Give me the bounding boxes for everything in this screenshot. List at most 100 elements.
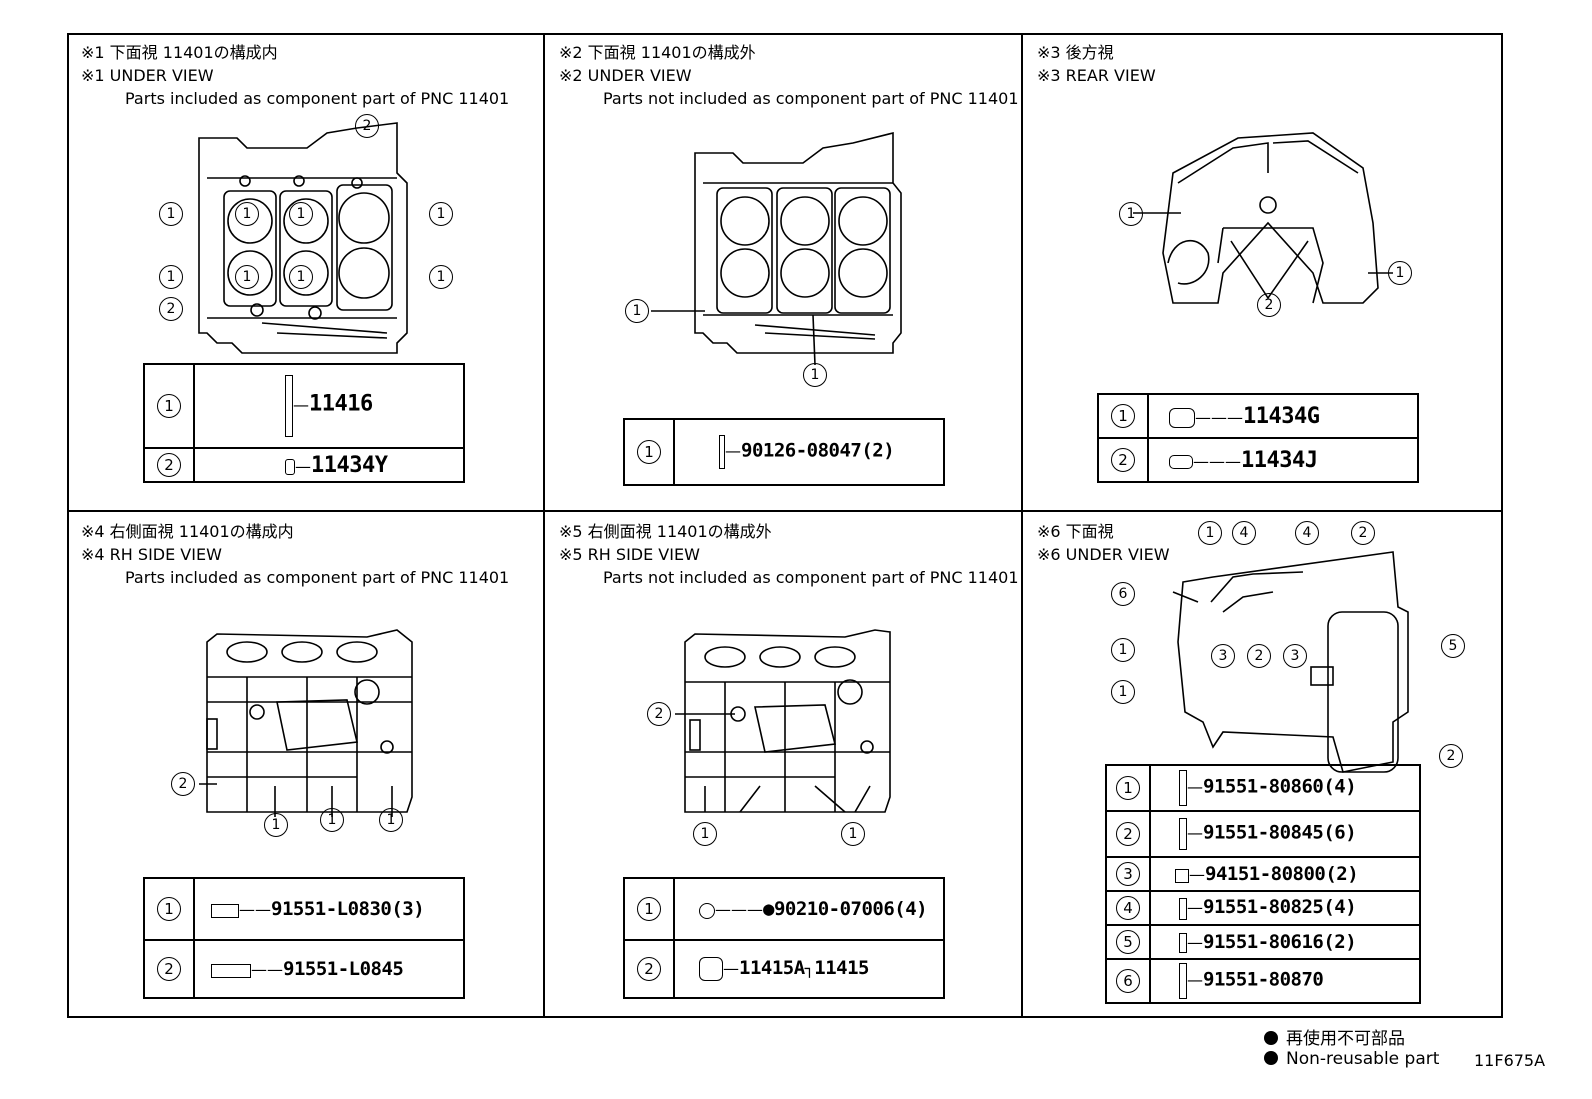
part-number: ●90210-07006(4) [763, 898, 928, 920]
legend-row: 1 —91551-80860(4) [1105, 764, 1421, 812]
bolt-icon [211, 903, 239, 918]
header-en: ※4 RH SIDE VIEW [81, 545, 222, 564]
panel-6-under-view: ※6 下面視 ※6 UNDER VIEW 1 4 4 2 6 1 1 3 2 3… [1023, 512, 1503, 1018]
part-number: 94151-80800(2) [1205, 863, 1359, 885]
header-sub: Parts not included as component part of … [603, 568, 1019, 587]
callout-1: 1 [693, 822, 717, 846]
header-jp: ※3 後方視 [1037, 43, 1114, 62]
part-number: 91551-80616(2) [1203, 930, 1357, 953]
callout-1: 1 [803, 363, 827, 387]
legend-row: 4 —91551-80825(4) [1105, 890, 1421, 926]
part-number: 90126-08047(2) [741, 439, 895, 462]
panel-1-under-view-included: ※1 下面視 11401の構成内 ※1 UNDER VIEW Parts inc… [67, 33, 543, 510]
dowel-pin-icon [285, 459, 295, 475]
callout-2: 2 [647, 702, 671, 726]
legend-number: 1 [157, 897, 181, 921]
callout-1: 1 [1111, 680, 1135, 704]
part-number: 11415A [739, 956, 805, 979]
legend-row: 1 ——91551-L0830(3) [143, 877, 465, 941]
non-reusable-legend-jp: 再使用不可部品 [1264, 1024, 1405, 1049]
bolt-icon [1179, 818, 1187, 850]
bolt-icon [285, 375, 293, 437]
legend-row: 2 ———11434J [1097, 437, 1419, 483]
non-reusable-jp-label: 再使用不可部品 [1286, 1029, 1405, 1049]
parts-legend: 1 ———11434G 2 ———11434J [1097, 393, 1419, 483]
callout-5: 5 [1441, 634, 1465, 658]
diagram-frame [67, 33, 1503, 1018]
part-number: 91551-80825(4) [1203, 896, 1357, 919]
nut-icon [1175, 868, 1189, 883]
drain-cock-icon [699, 957, 723, 982]
callout-2: 2 [1257, 293, 1281, 317]
legend-number: 5 [1116, 930, 1140, 954]
legend-row: 1 —11416 [143, 363, 465, 449]
non-reusable-en-label: Non-reusable part [1286, 1049, 1440, 1069]
bolt-icon [211, 963, 251, 978]
parts-legend: 1 —11416 2 —11434Y [143, 363, 465, 483]
panel-header: ※1 下面視 11401の構成内 ※1 UNDER VIEW Parts inc… [81, 41, 509, 110]
part-number: 11434G [1243, 403, 1320, 429]
legend-row: 6 —91551-80870 [1105, 958, 1421, 1004]
header-jp: ※5 右側面視 11401の構成外 [559, 522, 772, 541]
part-number: 11434Y [311, 452, 388, 478]
block-under-view-drawing [198, 122, 408, 354]
legend-row: 1 ———●90210-07006(4) [623, 877, 945, 941]
legend-row: 2 —11434Y [143, 447, 465, 483]
callout-4: 4 [1295, 521, 1319, 545]
parts-legend: 1 ——91551-L0830(3) 2 ——91551-L0845 [143, 877, 465, 999]
legend-number: 1 [637, 897, 661, 921]
legend-number: 1 [157, 394, 181, 418]
legend-number: 1 [1111, 404, 1135, 428]
callout-1: 1 [289, 265, 313, 289]
divider-horizontal [67, 510, 1503, 512]
callout-6: 6 [1111, 582, 1135, 606]
figure-code: 11F675A [1474, 1051, 1546, 1070]
part-number: 11416 [309, 391, 373, 417]
part-number: 91551-80845(6) [1203, 821, 1357, 844]
legend-number: 2 [157, 957, 181, 981]
filled-dot-icon [1264, 1031, 1278, 1045]
legend-row: 3 —94151-80800(2) [1105, 856, 1421, 892]
panel-header: ※2 下面視 11401の構成外 ※2 UNDER VIEW Parts not… [559, 41, 1019, 110]
parts-legend: 1 —90126-08047(2) [623, 418, 945, 486]
header-jp: ※4 右側面視 11401の構成内 [81, 522, 294, 541]
dowel-icon [1169, 408, 1195, 428]
legend-number: 2 [1111, 448, 1135, 472]
callout-4: 4 [1232, 521, 1256, 545]
header-sub: Parts included as component part of PNC … [125, 568, 510, 587]
bolt-icon [1179, 770, 1187, 806]
callout-2: 2 [171, 772, 195, 796]
block-side-view-drawing [199, 629, 413, 817]
panel-header: ※4 右側面視 11401の構成内 ※4 RH SIDE VIEW Parts … [81, 520, 509, 589]
callout-1: 1 [841, 822, 865, 846]
part-number: 91551-80870 [1203, 968, 1324, 991]
part-number: 91551-80860(4) [1203, 775, 1357, 798]
callout-1: 1 [235, 202, 259, 226]
callout-3: 3 [1211, 644, 1235, 668]
callout-2: 2 [1439, 744, 1463, 768]
legend-row: 5 —91551-80616(2) [1105, 924, 1421, 960]
header-sub: Parts not included as component part of … [603, 89, 1019, 108]
panel-2-under-view-not-included: ※2 下面視 11401の構成外 ※2 UNDER VIEW Parts not… [545, 33, 1021, 510]
part-number: 11434J [1241, 447, 1318, 473]
header-sub: Parts included as component part of PNC … [125, 89, 510, 108]
block-under-view-drawing [651, 131, 902, 366]
dowel-icon [1169, 455, 1193, 469]
header-en: ※2 UNDER VIEW [559, 66, 692, 85]
legend-row: 2 —11415A┐11415 [623, 939, 945, 999]
legend-number: 6 [1116, 969, 1140, 993]
parts-legend: 1 ———●90210-07006(4) 2 —11415A┐11415 [623, 877, 945, 999]
panel-header: ※3 後方視 ※3 REAR VIEW [1037, 41, 1156, 87]
header-jp: ※6 下面視 [1037, 522, 1114, 541]
panel-4-rh-side-view-included: ※4 右側面視 11401の構成内 ※4 RH SIDE VIEW Parts … [67, 512, 543, 1018]
callout-1: 1 [264, 813, 288, 837]
legend-number: 2 [157, 453, 181, 477]
header-jp: ※2 下面視 11401の構成外 [559, 43, 756, 62]
header-en: ※1 UNDER VIEW [81, 66, 214, 85]
callout-1: 1 [1111, 638, 1135, 662]
part-number: 91551-L0830(3) [271, 898, 425, 920]
legend-row: 1 ———11434G [1097, 393, 1419, 439]
parts-legend: 1 —91551-80860(4) 2 —91551-80845(6) 3 —9… [1105, 764, 1421, 1004]
legend-number: 2 [1116, 822, 1140, 846]
bolt-icon [1179, 897, 1187, 920]
